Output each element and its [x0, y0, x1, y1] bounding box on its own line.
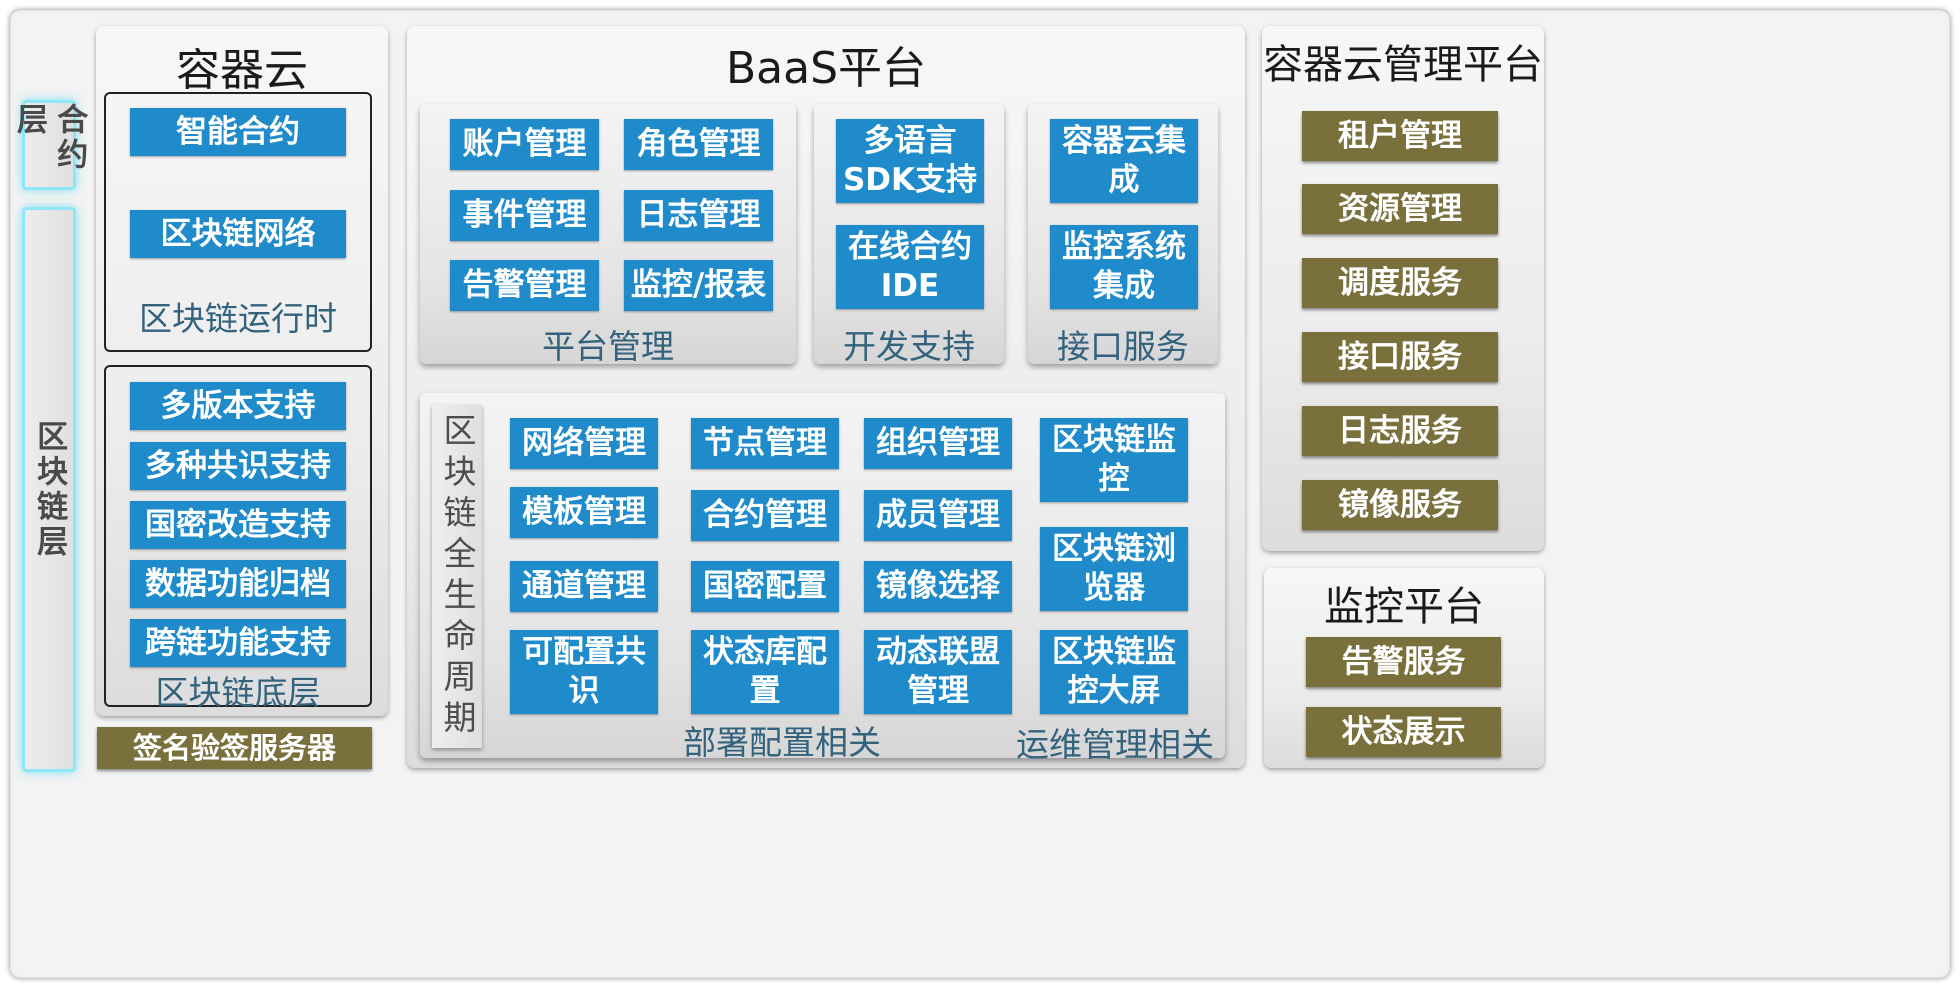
monitor-title: 监控平台	[1324, 584, 1484, 630]
base-item: 多种共识支持	[130, 442, 346, 490]
dev-support-item: 在线合约 IDE	[836, 225, 984, 309]
ops-caption: 运维管理相关	[1016, 725, 1214, 764]
deploy-item: 合约管理	[691, 490, 839, 541]
container-cloud-title: 容器云	[176, 45, 308, 96]
ops-item: 区块链监 控大屏	[1040, 630, 1188, 714]
deploy-item: 模板管理	[510, 487, 658, 538]
base-caption: 区块链底层	[155, 673, 321, 712]
base-item: 国密改造支持	[130, 501, 346, 549]
base-item: 跨链功能支持	[130, 619, 346, 667]
deploy-item: 状态库配 置	[691, 630, 839, 714]
base-item: 多版本支持	[130, 382, 346, 430]
runtime-item-chain-network: 区块链网络	[130, 210, 346, 258]
monitor-item: 状态展示	[1306, 707, 1501, 757]
deploy-item: 动态联盟 管理	[864, 630, 1012, 714]
container-mgmt-item: 调度服务	[1302, 258, 1498, 308]
platform-mgmt-caption: 平台管理	[542, 327, 674, 366]
container-mgmt-item: 资源管理	[1302, 184, 1498, 234]
chain-layer-bar: 区块链层	[22, 207, 76, 772]
container-mgmt-item: 镜像服务	[1302, 480, 1498, 530]
ops-item: 区块链监 控	[1040, 418, 1188, 502]
container-mgmt-item: 接口服务	[1302, 332, 1498, 382]
deploy-item: 网络管理	[510, 418, 658, 469]
deploy-item: 组织管理	[864, 418, 1012, 469]
baas-title: BaaS平台	[725, 43, 927, 94]
container-mgmt-item: 日志服务	[1302, 406, 1498, 456]
deploy-item: 节点管理	[691, 418, 839, 469]
runtime-item-smart-contract: 智能合约	[130, 108, 346, 156]
runtime-group	[104, 92, 372, 352]
ops-item: 区块链浏 览器	[1040, 527, 1188, 611]
deploy-item: 通道管理	[510, 561, 658, 612]
interface-service-item: 监控系统 集成	[1050, 225, 1198, 309]
platform-mgmt-item: 账户管理	[450, 119, 599, 170]
deploy-item: 可配置共 识	[510, 630, 658, 714]
platform-mgmt-item: 事件管理	[450, 190, 599, 241]
deploy-caption: 部署配置相关	[683, 723, 881, 762]
deploy-item: 成员管理	[864, 490, 1012, 541]
monitor-item: 告警服务	[1306, 637, 1501, 687]
container-mgmt-item: 租户管理	[1302, 111, 1498, 161]
base-item: 数据功能归档	[130, 560, 346, 608]
platform-mgmt-item: 监控/报表	[624, 260, 773, 311]
platform-mgmt-item: 日志管理	[624, 190, 773, 241]
signing-server-box: 签名验签服务器	[97, 727, 372, 769]
base-group	[104, 365, 372, 707]
container-mgmt-title: 容器云管理平台	[1263, 42, 1543, 88]
platform-mgmt-item: 角色管理	[624, 119, 773, 170]
interface-service-caption: 接口服务	[1057, 327, 1189, 366]
runtime-caption: 区块链运行时	[139, 299, 337, 338]
dev-support-item: 多语言 SDK支持	[836, 119, 984, 203]
deploy-item: 镜像选择	[864, 561, 1012, 612]
platform-mgmt-item: 告警管理	[450, 260, 599, 311]
contract-layer-bar: 合约层	[11, 100, 87, 190]
lifecycle-label: 区块链全生命周期	[432, 405, 482, 748]
dev-support-caption: 开发支持	[843, 327, 975, 366]
interface-service-item: 容器云集 成	[1050, 119, 1198, 203]
deploy-item: 国密配置	[691, 561, 839, 612]
